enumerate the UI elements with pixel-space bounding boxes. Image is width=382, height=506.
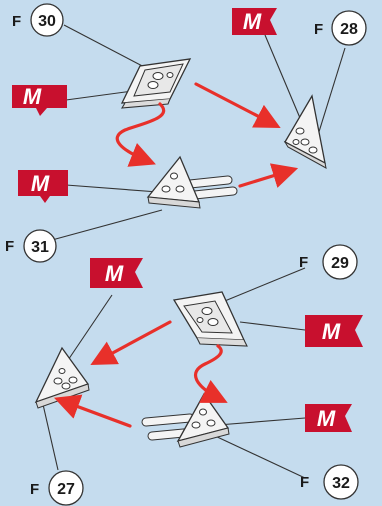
m-flag-text: M (31, 171, 50, 196)
m-flag-top-right: M (232, 8, 277, 35)
part-label-prefix: F (30, 481, 39, 498)
arrow-tray-to-f31 (115, 102, 165, 167)
arrow-tray-to-f27 (90, 320, 172, 366)
label-circle (322, 244, 358, 280)
part-label-f27: F 27 (30, 470, 84, 506)
m-flag-text: M (243, 9, 262, 34)
triangle-plate-f28 (283, 94, 327, 169)
part-label-f30: F 30 (12, 3, 64, 37)
part-label-number: 29 (331, 255, 349, 272)
part-label-f29: F 29 (299, 244, 358, 280)
label-circle (323, 464, 359, 500)
part-label-number: 32 (332, 475, 350, 492)
part-label-number: 31 (31, 239, 49, 256)
leader-line-f31 (51, 209, 163, 241)
part-label-prefix: F (299, 254, 308, 271)
leader-line-f28 (317, 47, 346, 136)
arrow-tray-to-f32 (194, 344, 228, 403)
m-flag-bottom-right: M (305, 315, 363, 347)
m-flags: M M M M M M (12, 8, 363, 432)
part-label-number: 27 (57, 481, 75, 498)
leader-line-flag-top-right (264, 34, 301, 119)
m-flag-mid-left: M (18, 170, 68, 203)
label-circle (331, 10, 367, 46)
leader-line-flag-mid-left (65, 184, 159, 193)
leader-line-f27 (41, 399, 59, 471)
leader-line-f30 (63, 24, 151, 71)
m-flag-text: M (23, 84, 42, 109)
label-circle (30, 3, 64, 37)
part-label-f28: F 28 (314, 10, 367, 46)
m-flag-top-left: M (12, 84, 67, 116)
arrow-tray-to-f28 (194, 82, 281, 128)
tray-part-bottom (172, 291, 248, 347)
part-label-f32: F 32 (300, 464, 359, 500)
label-circle (23, 229, 57, 263)
leader-line-flag-low-right (217, 417, 306, 426)
m-flag-text: M (322, 319, 341, 344)
leader-line-flag-bottom-right (239, 321, 306, 331)
part-label-f31: F 31 (5, 229, 57, 263)
part-label-number: 28 (340, 21, 358, 38)
leader-line-f29 (214, 267, 306, 306)
triangle-plate-f27 (34, 346, 90, 409)
triangle-pin-part-f31 (146, 155, 238, 209)
part-label-number: 30 (38, 13, 56, 30)
m-flag-bottom-left: M (90, 258, 143, 288)
part-label-prefix: F (5, 238, 14, 255)
part-label-prefix: F (314, 21, 323, 38)
leader-line-f32 (212, 434, 306, 479)
arrow-f31-to-f28 (238, 163, 299, 188)
tray-part-top (120, 58, 192, 109)
leader-lines (41, 24, 346, 479)
triangle-pin-part-f32 (141, 392, 230, 448)
m-flag-text: M (105, 261, 124, 286)
m-flag-text: M (317, 406, 336, 431)
assembly-arrows (54, 82, 299, 428)
part-label-prefix: F (300, 474, 309, 491)
arrow-f32-to-f27 (54, 394, 132, 428)
m-flag-low-right: M (305, 404, 352, 432)
label-circle (48, 470, 84, 506)
part-label-prefix: F (12, 13, 21, 30)
